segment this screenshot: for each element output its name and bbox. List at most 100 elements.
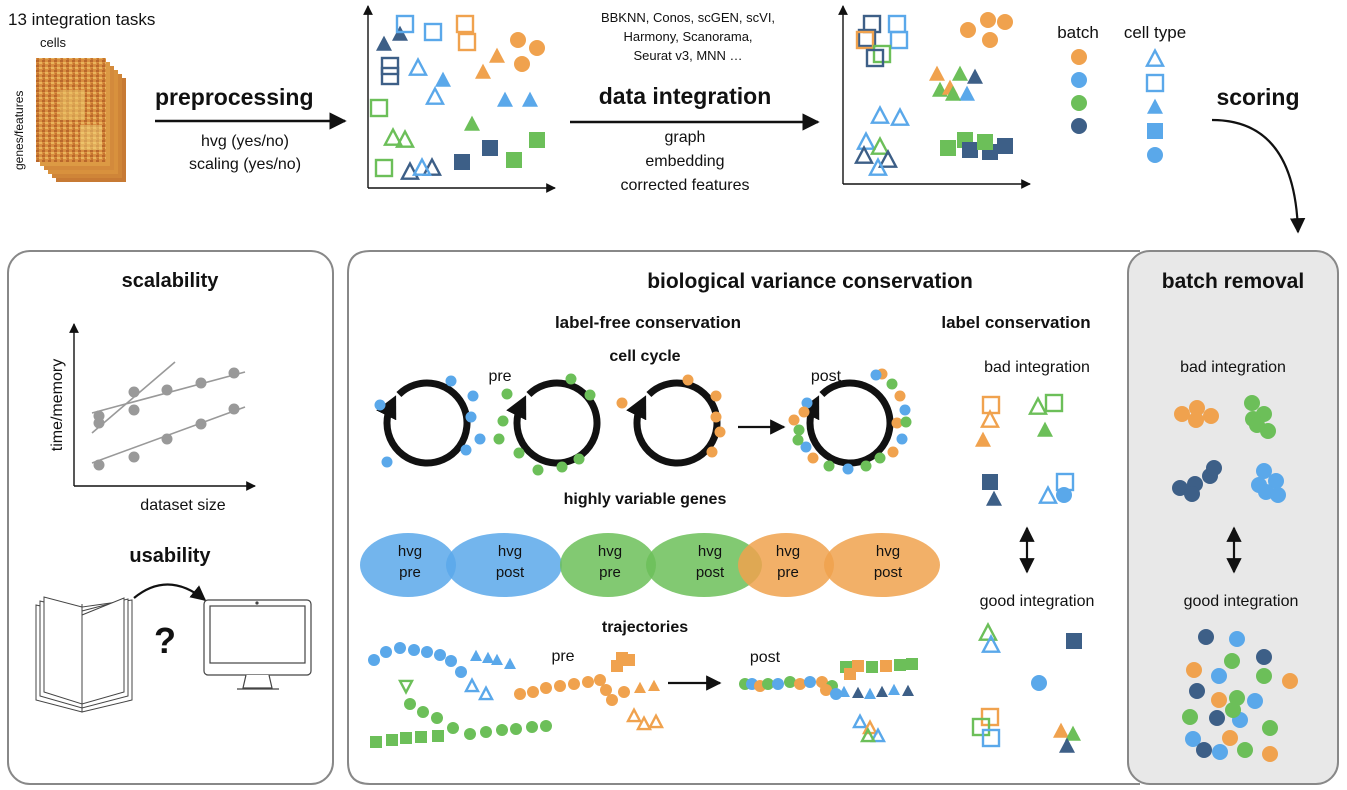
triangle-marker	[864, 687, 876, 700]
square-marker	[386, 734, 398, 746]
output-corrected-features: corrected features	[621, 177, 750, 194]
circle-marker	[594, 674, 606, 686]
batch-removal-title: batch removal	[1162, 270, 1304, 293]
circle-marker	[460, 444, 472, 456]
circle-marker	[784, 676, 796, 688]
open-square-marker	[380, 56, 400, 76]
square-marker	[977, 134, 993, 150]
trajectory-points	[368, 642, 918, 748]
venn-pre-label: hvg	[776, 543, 800, 560]
circle-marker	[997, 14, 1013, 30]
circle-marker	[501, 388, 513, 400]
triangle-marker	[1147, 98, 1163, 114]
square-marker	[982, 474, 998, 490]
open-square-marker	[423, 22, 443, 42]
circle-marker	[417, 706, 429, 718]
open-triangle-marker	[408, 57, 428, 76]
square-marker	[1066, 633, 1082, 649]
circle-marker	[510, 723, 522, 735]
open-square-marker	[981, 728, 1001, 748]
square-marker	[370, 736, 382, 748]
open-triangle-marker	[1145, 48, 1165, 67]
open-triangle-marker	[981, 634, 1001, 653]
circle-marker	[496, 724, 508, 736]
scalability-xlabel: dataset size	[140, 497, 225, 514]
circle-marker	[540, 682, 552, 694]
scoring-label: scoring	[1216, 84, 1299, 110]
open-triangle-marker	[648, 713, 664, 729]
open-square-marker	[887, 14, 907, 34]
circle-marker	[573, 453, 585, 465]
open-square-marker	[865, 48, 885, 68]
circle-marker	[1270, 487, 1286, 503]
open-triangle-marker	[395, 129, 415, 148]
genes-features-label: genes/features	[12, 91, 26, 170]
square-marker	[894, 659, 906, 671]
circle-marker	[421, 646, 433, 658]
open-triangle-marker	[478, 685, 494, 701]
cell-cycle-pre-label: pre	[488, 368, 511, 385]
batch-removal-marks	[1172, 395, 1298, 762]
circle-marker	[1196, 742, 1212, 758]
circle-marker	[800, 441, 812, 453]
circle-marker	[1184, 486, 1200, 502]
output-embedding: embedding	[645, 153, 724, 170]
circle-marker	[434, 649, 446, 661]
circle-marker	[1262, 720, 1278, 736]
circle-marker	[1268, 473, 1284, 489]
question-mark: ?	[154, 620, 176, 661]
label-bad-integration: bad integration	[984, 359, 1090, 376]
circle-marker	[556, 461, 568, 473]
circle-marker	[1188, 412, 1204, 428]
circle-marker	[1198, 629, 1214, 645]
circle-marker	[161, 433, 173, 445]
circle-marker	[820, 684, 832, 696]
circle-marker	[870, 369, 882, 381]
circle-marker	[529, 40, 545, 56]
triangle-marker	[504, 657, 516, 670]
circle-marker	[618, 686, 630, 698]
triangle-marker	[888, 683, 900, 696]
bio-panel-border	[347, 250, 1140, 785]
venn-post-label: hvg	[498, 543, 522, 560]
batch-bad-integration: bad integration	[1180, 359, 1286, 376]
circle-marker	[1185, 731, 1201, 747]
circle-marker	[794, 678, 806, 690]
open-triangle-marker	[1038, 485, 1058, 504]
circle-marker	[982, 32, 998, 48]
circle-marker	[380, 646, 392, 658]
circle-marker	[807, 452, 819, 464]
venn-pre-label: hvg	[598, 543, 622, 560]
venn-pre-label: pre	[777, 564, 799, 581]
square-marker	[962, 142, 978, 158]
circle-marker	[455, 666, 467, 678]
triangle-marker	[952, 65, 968, 81]
triangle-marker	[929, 65, 945, 81]
circle-marker	[980, 12, 996, 28]
circle-marker	[431, 712, 443, 724]
label-free-title: label-free conservation	[555, 313, 741, 332]
venn-right-set	[646, 533, 762, 597]
circle-marker	[128, 386, 140, 398]
triangle-marker	[1053, 722, 1069, 738]
tasks-label: 13 integration tasks	[8, 10, 155, 29]
circle-marker	[374, 399, 386, 411]
open-square-marker	[380, 66, 400, 86]
legend-batch-title: batch	[1057, 23, 1099, 42]
cell-cycle-title: cell cycle	[609, 348, 680, 365]
circle-marker	[565, 373, 577, 385]
scaling-option: scaling (yes/no)	[189, 156, 301, 173]
open-triangle-marker	[870, 105, 890, 124]
triangle-marker	[376, 35, 392, 51]
circle-marker	[465, 411, 477, 423]
circle-marker	[1229, 631, 1245, 647]
circle-marker	[1225, 702, 1241, 718]
circle-marker	[480, 726, 492, 738]
batch-good-integration: good integration	[1184, 593, 1299, 610]
triangle-marker	[986, 490, 1002, 506]
circle-marker	[128, 451, 140, 463]
venn-pre-label: pre	[599, 564, 621, 581]
circle-marker	[682, 374, 694, 386]
triangle-marker	[876, 685, 888, 698]
